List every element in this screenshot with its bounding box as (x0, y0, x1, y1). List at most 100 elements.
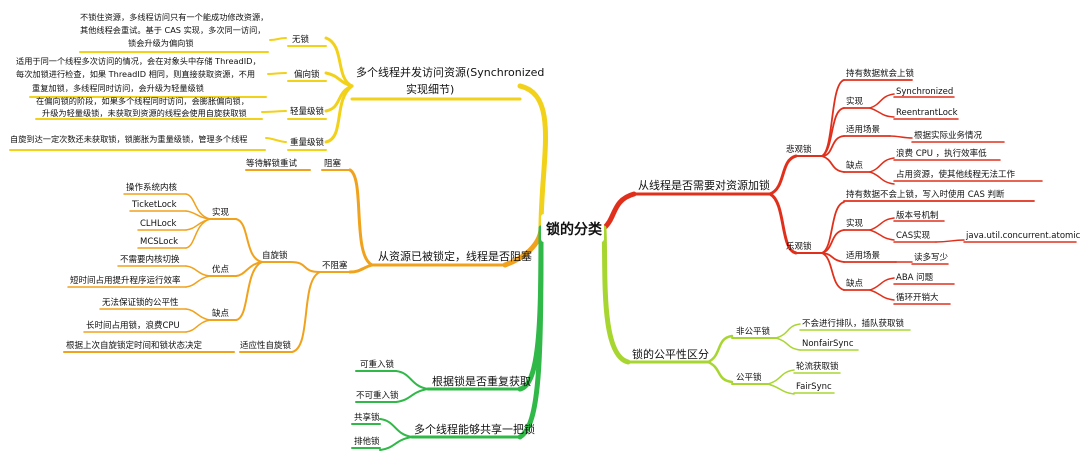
node-spin-impl-1: 操作系统内核 (126, 182, 178, 193)
node-opt-hold: 持有数据不会上锁，写入时使用 CAS 判断 (846, 189, 1005, 200)
link-pess-impl-2 (869, 107, 895, 118)
link-opt-impl-2 (869, 229, 895, 241)
node-spin-impl-2: TicketLock (131, 200, 177, 210)
link-cons-1 (185, 308, 211, 321)
link-opt-cons (821, 252, 845, 291)
branch-fairness-title[interactable]: 锁的公平性区分 (632, 347, 709, 361)
node-opt-impl[interactable]: 实现 (846, 218, 864, 229)
link-heavy-desc (265, 137, 287, 143)
node-opt-cons-2: 循环开销大 (896, 292, 939, 303)
link-opt-impl-1 (869, 217, 895, 231)
link-opt-cons-2 (869, 289, 895, 301)
link-root-fairness (601, 225, 631, 365)
node-no-lock-desc-2: 其他线程会重试。基于 CAS 实现，多次同一访问， (80, 25, 265, 35)
link-impl-4 (185, 218, 211, 249)
node-opt-scene-value: 读多写少 (914, 252, 949, 263)
node-biased[interactable]: 偏向锁 (294, 69, 320, 80)
link-impl-1 (185, 193, 211, 220)
link-fair-1 (767, 369, 795, 385)
node-pess-scene-value: 根据实际业务情况 (914, 130, 983, 141)
node-opt-impl-1: 版本号机制 (896, 210, 939, 221)
node-lightweight[interactable]: 轻量级锁 (290, 106, 325, 117)
node-opt-cas-child: java.util.concurrent.atomic (965, 231, 1080, 241)
node-spin-cons-2: 长时间占用锁，浪费CPU (86, 320, 180, 331)
link-nonblocked-adaptive (291, 271, 321, 353)
link-sync-pess (768, 154, 798, 196)
link-spin-impl (235, 218, 263, 263)
node-adaptive-child: 根据上次自旋锁定时间和锁状态决定 (66, 340, 203, 351)
node-fair-1: 轮流获取锁 (796, 361, 839, 372)
link-fair-unfair (706, 334, 734, 364)
node-opt-cons[interactable]: 缺点 (846, 278, 864, 289)
branch-sync-title[interactable]: 从线程是否需要对资源加锁 (638, 178, 770, 192)
branch-concurrent-title[interactable]: 多个线程并发访问资源(Synchronized (356, 65, 544, 79)
node-biased-desc-2: 每次加锁进行检查，如果 ThreadID 相同，则直接获取资源，不用 (16, 69, 255, 79)
node-spin[interactable]: 自旋锁 (262, 250, 288, 261)
branch-blocking-title[interactable]: 从资源已被锁定，线程是否阻塞 (378, 249, 532, 263)
node-opt-cons-1: ABA 问题 (896, 273, 934, 283)
node-unfair-2: NonfairSync (802, 339, 854, 349)
node-opt-scene[interactable]: 适用场景 (846, 250, 880, 261)
node-shared-1: 共享锁 (354, 412, 380, 423)
node-fair[interactable]: 公平锁 (736, 372, 762, 383)
node-unfair[interactable]: 非公平锁 (736, 326, 771, 337)
root-node-box (541, 214, 604, 242)
link-light-desc (261, 110, 287, 113)
link-opt-hold (821, 201, 845, 254)
node-lightweight-desc-1: 在偏向锁的阶段，如果多个线程同时访问，会膨胀偏向锁， (36, 96, 249, 106)
node-adaptive[interactable]: 适应性自旋锁 (240, 340, 292, 351)
node-pess-scene[interactable]: 适用场景 (846, 124, 880, 135)
link-sync-opt (768, 192, 798, 255)
branch-shared-title[interactable]: 多个线程能够共享一把锁 (414, 422, 535, 436)
link-pess-impl (821, 107, 845, 157)
node-heavyweight[interactable]: 重量级锁 (290, 137, 325, 148)
node-non-blocked[interactable]: 不阻塞 (322, 260, 348, 271)
link-blocking-nonblocked (348, 263, 374, 274)
link-cas-atomic (935, 239, 965, 243)
node-spin-pros-1: 不需要内核切换 (120, 254, 180, 265)
node-spin-impl[interactable]: 实现 (212, 207, 230, 218)
link-nonblocked-spin (289, 261, 321, 273)
node-spin-cons[interactable]: 缺点 (212, 308, 230, 319)
link-root-sync (601, 191, 637, 231)
node-reentrant-2: 不可重入锁 (356, 390, 399, 401)
root-node[interactable]: 锁的分类 (546, 221, 603, 238)
node-pessimistic[interactable]: 悲观锁 (786, 144, 812, 155)
link-opt-scene (821, 252, 845, 263)
node-pess-hold: 持有数据就会上锁 (846, 68, 915, 79)
node-lightweight-desc-2: 升级为轻量级锁，未获取到资源的线程会使用自旋获取锁 (42, 108, 247, 118)
link-reentrant-1 (395, 370, 429, 390)
link-root-concurrent (517, 83, 548, 231)
link-pros-1 (185, 265, 211, 277)
node-spin-impl-4: MCSLock (140, 237, 178, 247)
link-root-shared (517, 225, 544, 440)
link-concurrent-biased (324, 71, 354, 88)
link-concurrent-heavy (324, 84, 354, 144)
node-spin-impl-3: CLHLock (140, 219, 177, 229)
node-no-lock[interactable]: 无锁 (292, 34, 310, 45)
branch-reentrant-title[interactable]: 根据锁是否重复获取 (432, 374, 531, 388)
link-fair-fair (706, 360, 734, 384)
node-blocked[interactable]: 阻塞 (324, 158, 342, 169)
node-blocked-child: 等待解锁重试 (246, 158, 298, 169)
node-pess-impl[interactable]: 实现 (846, 96, 864, 107)
link-shared-2 (379, 436, 413, 451)
link-shared-1 (379, 418, 413, 438)
link-pros-2 (185, 275, 211, 288)
node-spin-pros[interactable]: 优点 (212, 264, 230, 275)
link-opt-cons-1 (869, 277, 895, 291)
node-shared-2: 排他锁 (354, 436, 380, 447)
node-spin-cons-1: 无法保证锁的公平性 (102, 297, 179, 308)
node-pess-cons[interactable]: 缺点 (846, 160, 864, 171)
node-pess-cons-2: 占用资源，使其他线程无法工作 (896, 169, 1016, 180)
link-opt-impl (821, 229, 845, 254)
node-optimistic[interactable]: 乐观锁 (786, 241, 812, 252)
node-no-lock-desc-3: 锁会升级为偏向锁 (128, 38, 194, 48)
link-impl-2 (185, 210, 211, 220)
node-no-lock-desc-1: 不锁住资源，多线程访问只有一个能成功修改资源， (80, 12, 268, 22)
node-unfair-1: 不会进行排队，插队获取锁 (802, 318, 905, 329)
link-blocking-blocked (348, 168, 374, 267)
node-pess-impl-2: ReentrantLock (896, 108, 958, 118)
link-pess-cons-2 (869, 171, 895, 185)
